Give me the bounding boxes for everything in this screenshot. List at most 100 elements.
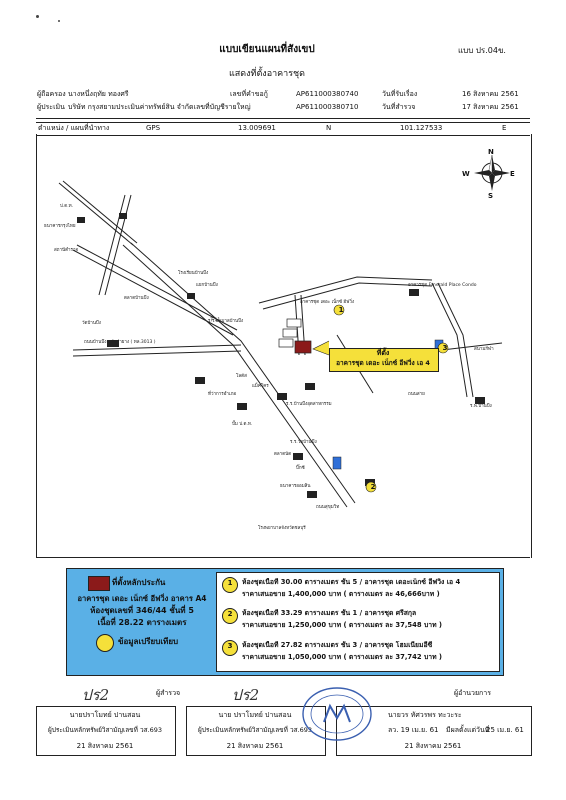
gps-label: GPS xyxy=(146,124,161,132)
speck xyxy=(58,20,60,22)
map-place: แยกบ้านบึง xyxy=(196,283,218,288)
speck xyxy=(36,15,39,18)
road-line xyxy=(104,194,132,296)
compare-3-line1: ห้องชุดเนื้อที่ 27.82 ตารางเมตร ชั้น 3 /… xyxy=(242,641,433,649)
map-label-road-2: ถนนสุขุมวิท xyxy=(316,505,340,510)
compare-2-line2: ราคาเสนอขาย 1,250,000 บาท ( ตารางเมตร ละ… xyxy=(242,621,443,629)
sig3-date: 21 สิงหาคม 2561 xyxy=(404,742,462,750)
road-line xyxy=(62,180,138,244)
subject-callout xyxy=(329,348,439,372)
road-line xyxy=(122,244,348,508)
compare-3-line2: ราคาเสนอขาย 1,050,000 บาท ( ตารางเมตร ละ… xyxy=(242,653,443,661)
signature-box-3 xyxy=(336,706,532,756)
gps-lat: 13.009691 xyxy=(238,124,276,132)
legend-area: เนื้อที่ 28.22 ตารางเมตร xyxy=(97,618,187,627)
survey-label: วันที่สำรวจ xyxy=(382,103,416,111)
divider xyxy=(36,118,530,119)
owner-name: นางหนึ่งฤทัย ทองศรี xyxy=(68,90,129,98)
road-line xyxy=(262,282,433,310)
sig3-name: นายวร ทัศวรพร ทะวะระ xyxy=(388,711,462,719)
building-icon xyxy=(277,393,287,400)
signature-box-1 xyxy=(36,706,176,756)
compare-swatch xyxy=(96,634,114,652)
map-place: ร.ร.บ้านบึงอุตสาหกรรม xyxy=(286,402,332,407)
map-place: ปั๊ม ป.ต.ท. xyxy=(232,422,253,427)
map-place: แม็คโคร xyxy=(252,384,269,389)
map-place: โรงเรียนบ้านบึง xyxy=(178,271,209,276)
map-place: ธนาคารออมสิน xyxy=(280,484,311,489)
subject-swatch xyxy=(88,576,110,591)
map-place: ร.พ.บ้านบึง xyxy=(470,404,492,409)
map-label-bottom: โรงพยาบาลจังหวัดชลบุรี xyxy=(258,526,306,531)
road-line xyxy=(258,276,433,304)
marker-1 xyxy=(333,304,345,316)
appraiser-name: บริษัท กรุงสยามประเมินค่าทรัพย์สิน จำกัด… xyxy=(68,103,251,111)
gps-section-label: ตำแหน่ง / แผนที่นำทาง xyxy=(38,124,110,132)
road-line xyxy=(98,194,126,296)
subject-callout-title: ที่ตั้ง xyxy=(376,349,390,357)
map-label-road-3: ถนนสาย xyxy=(408,392,425,397)
page-title: แบบเขียนแผนที่สังเขป xyxy=(219,44,315,55)
company-seal-icon xyxy=(302,687,372,741)
subject-arrow xyxy=(312,340,330,356)
map-place: ป.ต.ท. xyxy=(60,204,74,209)
compare-1-line1: ห้องชุดเนื้อที่ 30.00 ตารางเมตร ชั้น 5 /… xyxy=(242,578,461,586)
map-place: โลตัส xyxy=(236,374,247,379)
compare-3-num: 3 xyxy=(227,642,233,650)
legend-unit: ห้องชุดเลขที่ 346/44 ชั้นที่ 5 xyxy=(90,606,194,615)
legend-subject-label: ที่ตั้งหลักประกัน xyxy=(112,578,166,587)
map-place: ตลาดนัด xyxy=(274,452,292,457)
map-label-emerald: อาคารชุด Emerald Place Condo xyxy=(408,283,477,288)
legend-subject-name: อาคารชุด เดอะ เน็กซ์ อีฟวิ่ง อาคาร A4 xyxy=(77,594,207,603)
map-place: ที่ว่าการอำเภอ xyxy=(208,392,237,397)
map-place: ธนาคารกรุงไทย xyxy=(44,224,76,229)
building-block xyxy=(282,328,298,338)
road-line xyxy=(72,350,242,357)
compare-1-num: 1 xyxy=(227,579,233,587)
gps-lng: 101.127533 xyxy=(400,124,443,132)
map-place: สนามกีฬา xyxy=(474,347,494,352)
marker-2 xyxy=(365,481,377,493)
received-label: วันที่รับเรื่อง xyxy=(382,90,418,98)
sig3-extra: มีผลตั้งแต่วันที่ xyxy=(446,726,490,734)
map-place: วัดบ้านบึง xyxy=(82,321,101,326)
compass-e: E xyxy=(510,170,515,178)
marker-1-label: 1 xyxy=(338,306,344,314)
appraiser-label: ผู้ประเมิน xyxy=(37,103,65,111)
compare-3-badge xyxy=(222,640,238,656)
building-icon xyxy=(107,340,119,347)
building-icon xyxy=(77,217,85,223)
building-icon xyxy=(307,491,317,498)
signature-hand-2: ปร2 xyxy=(232,686,260,704)
marker-3-label: 3 xyxy=(442,344,448,352)
survey-date: 17 สิงหาคม 2561 xyxy=(462,103,519,111)
compare-2-line1: ห้องชุดเนื้อที่ 33.29 ตารางเมตร ชั้น 1 /… xyxy=(242,609,417,617)
map-place: 7-11 xyxy=(210,318,221,323)
building-block xyxy=(286,318,302,328)
map-place: ร.ร.วัดบ้านบึง xyxy=(290,440,317,445)
sig2-cert: ผู้ประเมินหลักทรัพย์วิสามัญเลขที่ วส.693 xyxy=(197,726,313,734)
compare-2-badge xyxy=(222,608,238,624)
legend-compare-panel xyxy=(216,572,500,672)
road-line xyxy=(76,244,238,331)
gps-row xyxy=(36,122,530,136)
map-place: ร.ร.อนุบาลบ้านบึง xyxy=(208,319,244,324)
page-subtitle: แสดงที่ตั้งอาคารชุด xyxy=(228,69,306,79)
signature-hand-1: ปร2 xyxy=(82,686,110,704)
sig2-date: 21 สิงหาคม 2561 xyxy=(226,742,284,750)
sig1-date: 21 สิงหาคม 2561 xyxy=(76,742,134,750)
comparison-building xyxy=(332,456,342,470)
road-line xyxy=(441,342,503,351)
sig2-name: นาย ปราโมทย์ ปานสอน xyxy=(218,711,292,719)
received-date: 16 สิงหาคม 2561 xyxy=(462,90,519,98)
legend-compare-label: ข้อมูลเปรียบเทียบ xyxy=(118,637,179,646)
road-line xyxy=(437,282,474,398)
building-icon xyxy=(187,293,195,299)
building-icon xyxy=(293,453,303,460)
building-icon xyxy=(195,377,205,384)
map-label-road-1: ถนนบ้านบึง - หัวป่ายาง ( ทล.3013 ) xyxy=(84,340,156,345)
request-no: AP611000380740 xyxy=(296,90,359,98)
road-line xyxy=(130,242,356,504)
building-block xyxy=(278,338,294,348)
